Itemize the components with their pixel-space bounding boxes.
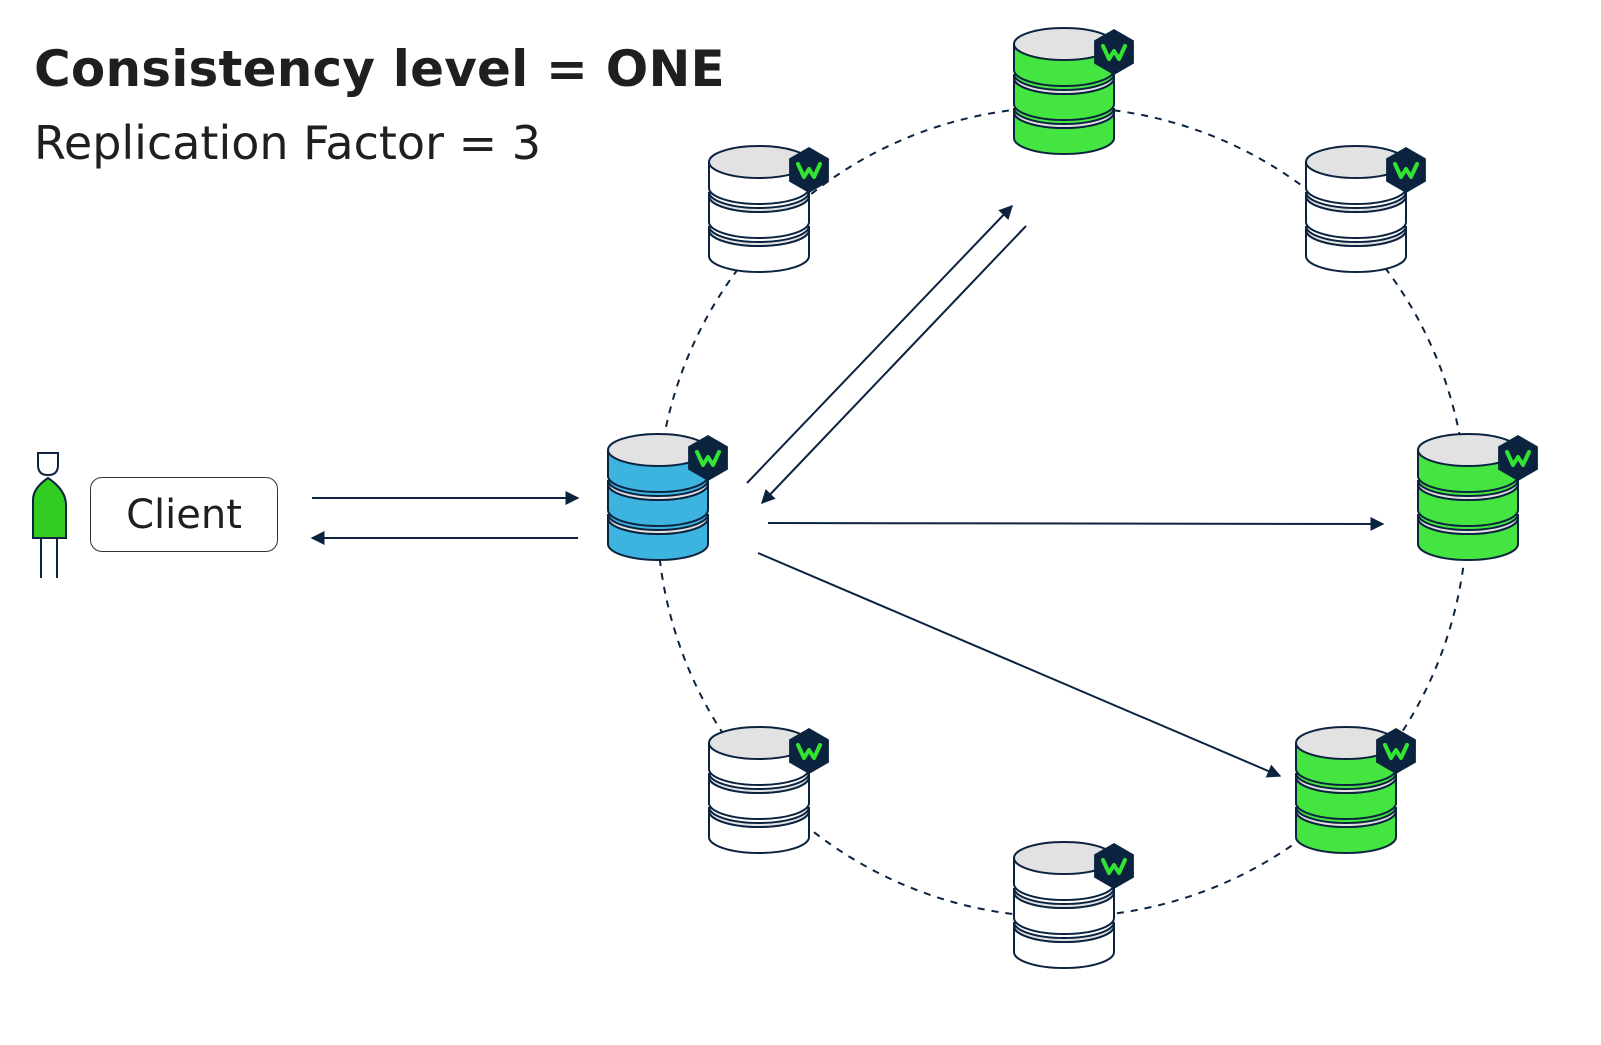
coordinator-to-top-arrow [746, 204, 1013, 484]
person-icon [32, 452, 67, 578]
weaviate-hexagon-logo-icon [1498, 435, 1538, 481]
node-bottom [1013, 841, 1134, 969]
diagram-title: Consistency level = ONE [34, 40, 725, 98]
node-bottom-right [1295, 726, 1416, 854]
weaviate-hexagon-logo-icon [1376, 728, 1416, 774]
client-label: Client [126, 491, 242, 538]
coordinator-to-right-arrow [767, 516, 1385, 531]
weaviate-hexagon-logo-icon [789, 728, 829, 774]
client-box: Client [90, 477, 278, 552]
node-top-right [1305, 145, 1426, 273]
weaviate-hexagon-logo-icon [789, 147, 829, 193]
node-right [1417, 433, 1538, 561]
coordinator-to-bottom-right-arrow [757, 552, 1282, 778]
diagram-subtitle: Replication Factor = 3 [34, 116, 542, 170]
top-to-coordinator-arrow [761, 225, 1027, 505]
node-bottom-left [708, 726, 829, 854]
node-top [1013, 27, 1134, 155]
weaviate-hexagon-logo-icon [688, 435, 728, 481]
weaviate-hexagon-logo-icon [1094, 29, 1134, 75]
node-left-coordinator [607, 433, 728, 561]
weaviate-hexagon-logo-icon [1094, 843, 1134, 889]
node-top-left [708, 145, 829, 273]
weaviate-hexagon-logo-icon [1386, 147, 1426, 193]
